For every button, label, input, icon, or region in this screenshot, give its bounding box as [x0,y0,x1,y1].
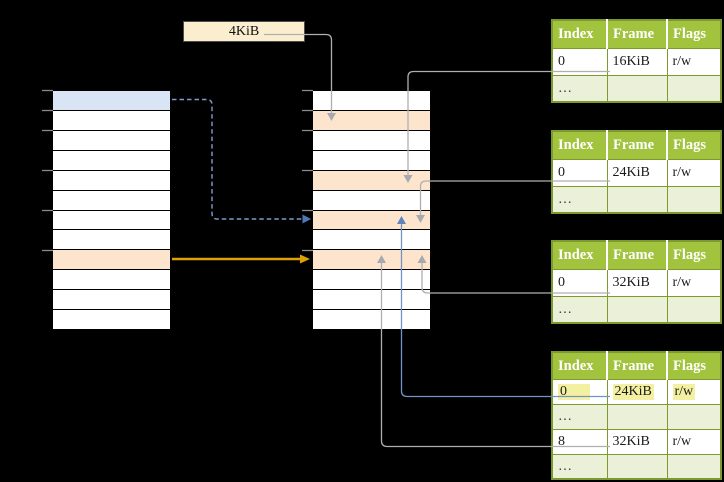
page-table: Index Frame Flags 0 24KiB r/w … 8 32KiB [551,351,722,480]
cell-flags [666,295,722,324]
cell-frame: 24KiB [606,158,668,187]
cell-frame [606,295,668,324]
cell-frame: 32KiB [606,268,668,297]
connector-virtual-page-to-frame-orange [172,254,310,264]
memory-cell [313,229,430,250]
table-row: 0 24KiB r/w [551,158,722,187]
header-frame: Frame [606,240,668,270]
memory-cell [53,129,170,150]
cell-index: 0 [551,47,608,76]
table-row-highlighted: 0 24KiB r/w [551,378,722,405]
memory-cell [313,129,430,150]
cell-flags [666,453,722,480]
cell-index: 0 [551,378,608,405]
cell-flags: r/w [666,47,722,76]
header-frame: Frame [606,130,668,160]
header-index: Index [551,351,608,380]
memory-cell [53,309,170,330]
memory-cell [313,289,430,310]
table-row: … [551,453,722,480]
memory-cell [53,149,170,170]
memory-cell [53,249,170,270]
cell-flags: r/w [666,428,722,455]
memory-cell [313,209,430,230]
virtual-memory-column [52,90,171,330]
memory-cell [313,249,430,270]
cell-flags [666,185,722,214]
header-index: Index [551,19,608,49]
table-header-row: Index Frame Flags [551,130,722,160]
table-row: … [551,185,722,214]
header-frame: Frame [606,19,668,49]
table-row: … [551,295,722,324]
connector-virtual-page-to-table-dashed [172,98,311,224]
physical-memory-column [312,90,431,330]
cell-index: 0 [551,158,608,187]
memory-cell [53,229,170,250]
memory-cell [53,189,170,210]
page-table: Index Frame Flags 0 32KiB r/w … [551,240,722,324]
cell-index: … [551,295,608,324]
memory-cell [313,269,430,290]
cell-frame: 16KiB [606,47,668,76]
cell-flags: r/w [666,158,722,187]
table-row: … [551,74,722,103]
header-flags: Flags [666,240,722,270]
page-table: Index Frame Flags 0 16KiB r/w … [551,19,722,103]
memory-cell [53,91,170,110]
table-row: 8 32KiB r/w [551,428,722,455]
cell-frame [606,403,668,430]
page-table-32kib: Index Frame Flags 0 32KiB r/w … [551,240,722,324]
table-header-row: Index Frame Flags [551,240,722,270]
memory-cell [313,109,430,130]
header-index: Index [551,240,608,270]
memory-cell [53,209,170,230]
memory-cell [313,169,430,190]
page-table-16kib: Index Frame Flags 0 16KiB r/w … [551,19,722,103]
cell-flags: r/w [666,268,722,297]
table-row: … [551,403,722,430]
cell-index: 8 [551,428,608,455]
table-row: 0 16KiB r/w [551,47,722,76]
header-frame: Frame [606,351,668,380]
memory-cell [53,169,170,190]
cell-frame [606,453,668,480]
highlight-mark: r/w [672,384,696,400]
cell-flags [666,74,722,103]
memory-cell [53,289,170,310]
page-size-label: 4KiB [183,21,305,42]
memory-cell [53,269,170,290]
cell-flags: r/w [666,378,722,405]
memory-cell [313,91,430,110]
cell-flags [666,403,722,430]
cell-frame [606,74,668,103]
cell-frame: 24KiB [606,378,668,405]
table-header-row: Index Frame Flags [551,19,722,49]
cell-index: … [551,403,608,430]
header-flags: Flags [666,351,722,380]
cell-index: 0 [551,268,608,297]
page-table: Index Frame Flags 0 24KiB r/w … [551,130,722,214]
page-table-level2: Index Frame Flags 0 24KiB r/w … 8 32KiB [551,351,722,480]
page-table-24kib: Index Frame Flags 0 24KiB r/w … [551,130,722,214]
header-flags: Flags [666,19,722,49]
table-header-row: Index Frame Flags [551,351,722,380]
table-row: 0 32KiB r/w [551,268,722,297]
memory-cell [53,109,170,130]
memory-cell [313,149,430,170]
cell-frame: 32KiB [606,428,668,455]
memory-cell [313,189,430,210]
cell-index: … [551,453,608,480]
header-index: Index [551,130,608,160]
memory-cell [313,309,430,330]
cell-index: … [551,185,608,214]
highlight-mark: 24KiB [612,384,654,400]
highlight-mark: 0 [558,384,590,400]
cell-frame [606,185,668,214]
cell-index: … [551,74,608,103]
page-size-label-text: 4KiB [228,23,260,39]
header-flags: Flags [666,130,722,160]
